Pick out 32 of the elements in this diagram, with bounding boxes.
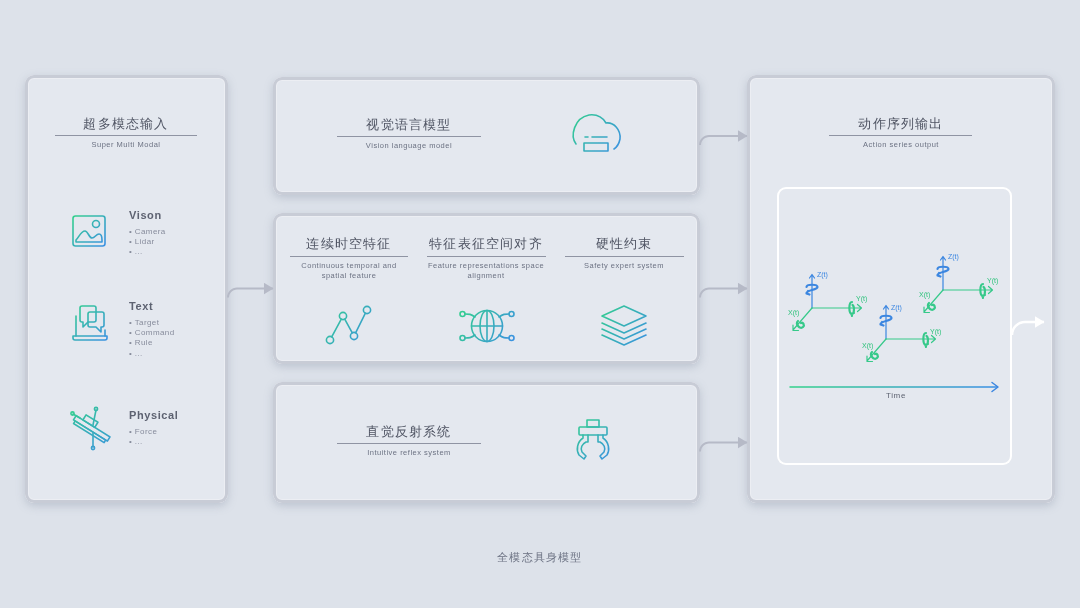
plot-frame [777, 187, 1012, 465]
list-item: • Rule [129, 338, 153, 348]
module-panel [25, 75, 228, 503]
list-item: • ... [129, 437, 143, 447]
module-panel [747, 75, 1055, 503]
list-item: • Lidar [129, 237, 155, 247]
item-title: Text [129, 300, 154, 313]
module-panel [273, 382, 700, 503]
axis-label: Time [886, 391, 906, 401]
arrow [699, 282, 748, 299]
section-title: 动作序列输出 [858, 116, 944, 131]
arrow [699, 130, 748, 146]
item-title: Vison [129, 209, 162, 222]
item-title: Physical [129, 409, 179, 422]
list-item: • Force [129, 427, 158, 437]
arrow [699, 436, 748, 453]
module-panel [273, 77, 700, 195]
arrow [1010, 316, 1045, 336]
section-title: 特征表征空间对齐 [429, 236, 543, 251]
list-item: • ... [129, 349, 143, 359]
list-item: • Camera [129, 227, 166, 237]
section-title: 直觉反射系统 [366, 424, 452, 439]
list-item: • Command [129, 328, 175, 338]
arrow [227, 282, 274, 299]
section-title: 视觉语言模型 [366, 117, 452, 132]
section-title: 连续时空特征 [306, 236, 392, 251]
caption: 全模态具身模型 [497, 550, 583, 564]
section-title: 硬性约束 [595, 236, 653, 251]
module-panel [273, 213, 700, 364]
section-title: 超多模态输入 [83, 116, 169, 131]
list-item: • Target [129, 318, 160, 328]
list-item: • ... [129, 247, 143, 257]
